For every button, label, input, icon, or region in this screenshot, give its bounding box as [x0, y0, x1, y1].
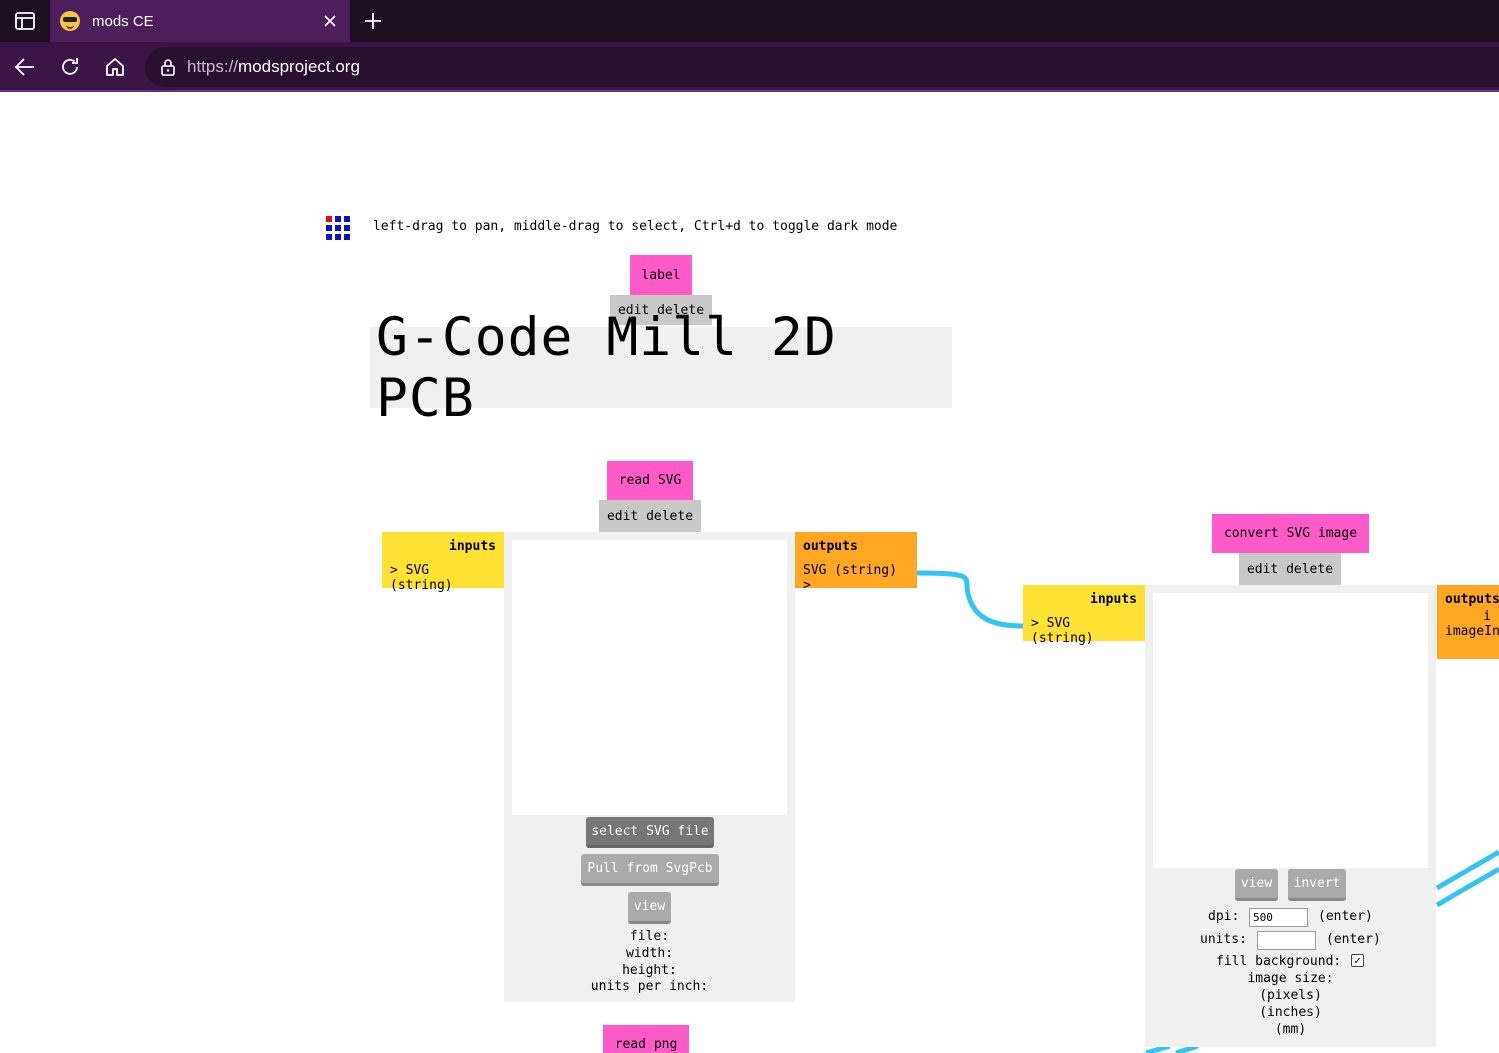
url-text: https://modsproject.org — [187, 57, 360, 77]
dpi-enter-label: (enter) — [1318, 909, 1373, 924]
units-label: units: — [1200, 932, 1247, 947]
units-per-inch-label: units per inch: — [590, 979, 709, 994]
sunglasses-emoji-icon — [60, 11, 80, 31]
units-enter-label: (enter) — [1326, 932, 1381, 947]
active-tab[interactable]: mods CE — [50, 0, 350, 42]
view-button[interactable]: view — [1235, 869, 1278, 901]
convert-svg-title[interactable]: convert SVG image — [1212, 514, 1369, 553]
convert-svg-outputs: outputs i imageIn — [1437, 585, 1499, 659]
mods-logo[interactable] — [326, 216, 350, 240]
tab-title: mods CE — [92, 12, 154, 30]
dpi-input[interactable]: 500 — [1249, 908, 1308, 927]
view-button[interactable]: view — [628, 892, 671, 924]
lock-icon[interactable] — [159, 58, 177, 76]
label-text: G-Code Mill 2D PCB — [370, 307, 952, 429]
label-module-controls: edit delete — [610, 295, 712, 325]
inputs-header: inputs — [1090, 592, 1137, 607]
read-png-title[interactable]: read png — [603, 1025, 689, 1053]
wire-out-2 — [1435, 866, 1499, 908]
svg-preview-canvas — [512, 540, 787, 815]
close-tab-icon[interactable] — [316, 7, 344, 35]
wire-bottom-2 — [1175, 1043, 1199, 1053]
mm-label: (mm) — [1274, 1022, 1307, 1037]
browser-toolbar: https://modsproject.org — [0, 42, 1499, 92]
width-label: width: — [626, 946, 673, 961]
outputs-header: outputs — [1445, 592, 1499, 607]
delete-button[interactable]: delete — [657, 302, 705, 318]
edit-button[interactable]: edit — [617, 302, 650, 318]
address-bar[interactable]: https://modsproject.org — [145, 47, 1499, 87]
height-label: height: — [622, 963, 677, 978]
file-label: file: — [629, 929, 670, 944]
input-port-svg-string[interactable]: > SVG (string) — [1031, 616, 1094, 646]
output-port-partial[interactable]: i — [1483, 609, 1491, 624]
output-port-svg-string[interactable]: SVG (string) > — [803, 563, 897, 593]
read-svg-title[interactable]: read SVG — [607, 461, 693, 500]
tab-bar: mods CE — [0, 0, 1499, 42]
new-tab-icon[interactable] — [358, 6, 388, 36]
delete-button[interactable]: delete — [646, 508, 694, 524]
wire-bottom-1 — [1145, 1043, 1171, 1053]
read-svg-controls: edit delete — [599, 500, 701, 532]
select-svg-file-button[interactable]: select SVG file — [586, 817, 714, 848]
image-preview-canvas — [1153, 593, 1428, 868]
inputs-header: inputs — [449, 539, 496, 554]
url-host: modsproject.org — [238, 57, 360, 76]
wire-out-1 — [1435, 849, 1499, 891]
label-module-title[interactable]: label — [630, 255, 692, 295]
usage-hint: left-drag to pan, middle-drag to select,… — [373, 219, 898, 234]
pixels-label: (pixels) — [1259, 988, 1322, 1003]
read-svg-outputs: outputs SVG (string) > — [795, 532, 917, 593]
delete-button[interactable]: delete — [1286, 561, 1334, 577]
convert-svg-body: view invert dpi: 500 (enter) units: (ent… — [1145, 585, 1436, 1047]
units-input[interactable] — [1257, 931, 1316, 950]
pull-from-svgpcb-button[interactable]: Pull from SvgPcb — [581, 854, 719, 886]
image-size-label: image size: — [1247, 971, 1334, 986]
output-port-imagein[interactable]: imageIn — [1445, 624, 1499, 639]
url-scheme: https:// — [187, 57, 239, 76]
dpi-label: dpi: — [1208, 909, 1240, 924]
wire-svg-string — [916, 570, 1024, 629]
edit-button[interactable]: edit — [606, 508, 639, 524]
fill-background-label: fill background: — [1216, 954, 1342, 969]
convert-svg-controls: edit delete — [1239, 553, 1341, 585]
back-arrow-icon[interactable] — [11, 53, 39, 81]
read-svg-body: select SVG file Pull from SvgPcb view fi… — [504, 532, 795, 1002]
edit-button[interactable]: edit — [1246, 561, 1279, 577]
fill-background-checkbox[interactable]: ✓ — [1351, 954, 1364, 967]
inches-label: (inches) — [1259, 1005, 1322, 1020]
reload-icon[interactable] — [56, 53, 84, 81]
convert-svg-inputs: inputs > SVG (string) — [1023, 585, 1145, 646]
invert-button[interactable]: invert — [1288, 869, 1346, 901]
input-port-svg-string[interactable]: > SVG (string) — [390, 563, 453, 593]
home-icon[interactable] — [101, 53, 129, 81]
outputs-header: outputs — [803, 539, 858, 554]
read-svg-inputs: inputs > SVG (string) — [382, 532, 504, 593]
sidebar-toggle-icon[interactable] — [12, 9, 38, 33]
